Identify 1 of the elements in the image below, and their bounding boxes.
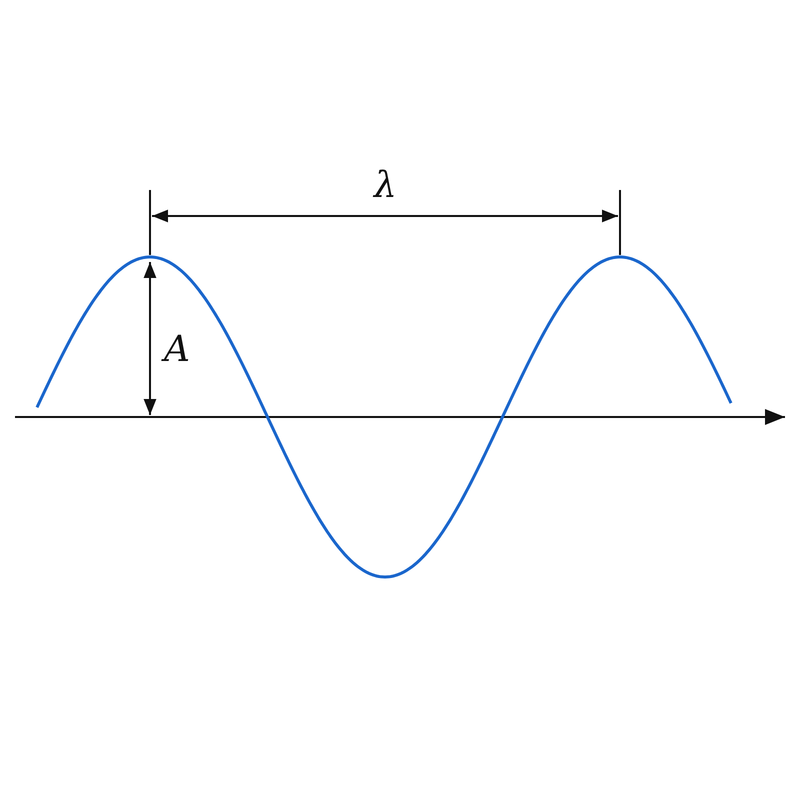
dimension-label: λ (374, 168, 397, 204)
